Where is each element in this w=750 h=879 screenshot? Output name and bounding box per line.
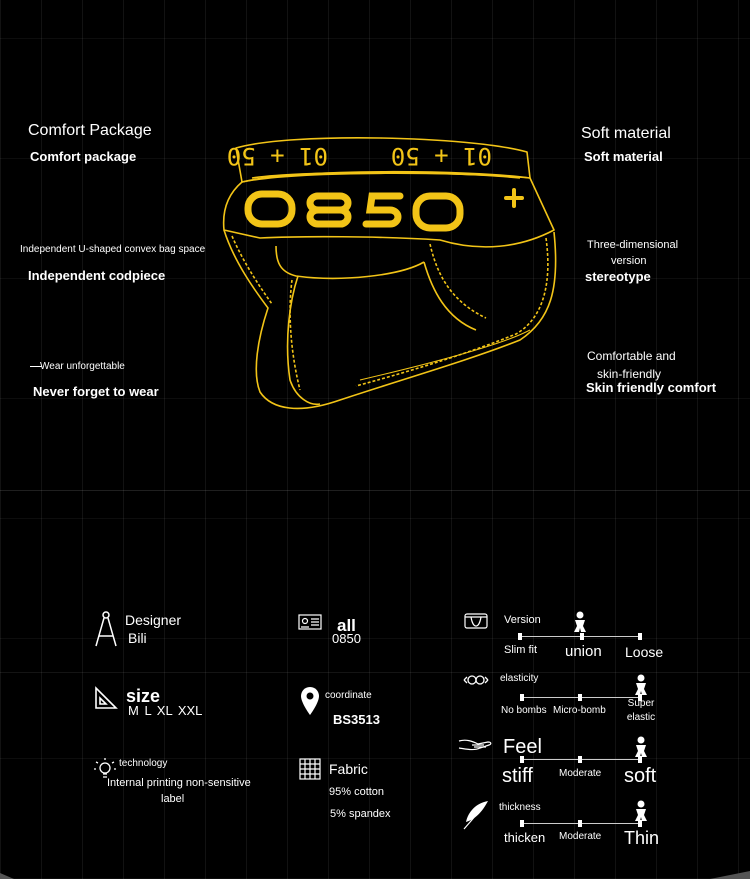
feature-subtitle: Skin friendly comfort xyxy=(586,380,717,395)
compass-icon xyxy=(95,611,117,647)
stretch-icon xyxy=(463,675,489,685)
waistband-back-text: 01 + 50 xyxy=(227,142,328,170)
feature-subtitle: stereotype xyxy=(585,269,651,284)
version-scale-tick xyxy=(518,633,522,640)
lightbulb-icon xyxy=(94,758,116,778)
feel-scale-tick xyxy=(520,756,524,763)
feel-label: Feel xyxy=(503,736,542,758)
person-marker-icon xyxy=(635,800,647,821)
feature-title: Soft material xyxy=(581,125,671,142)
grid-icon xyxy=(299,758,321,780)
designer-label: Designer xyxy=(125,612,182,628)
feature-subtitle: Comfort package xyxy=(30,149,137,164)
coordinate-value: BS3513 xyxy=(333,712,380,727)
feature-title: Comfort Package xyxy=(28,122,152,139)
elasticity-scale-tick xyxy=(520,694,524,701)
technology-label: technology xyxy=(119,758,168,769)
version-option: Loose xyxy=(625,644,664,660)
thickness-option: thicken xyxy=(504,830,546,845)
designer-value: Bili xyxy=(128,630,147,646)
thickness-option: Thin xyxy=(624,828,660,848)
fabric-value: 5% spandex xyxy=(330,808,391,820)
all-label: all xyxy=(337,616,356,635)
version-scale-track xyxy=(518,636,640,637)
fabric-label: Fabric xyxy=(329,761,368,777)
technology-value: Internal printing non-sensitive xyxy=(107,777,251,789)
thickness-scale-tick xyxy=(578,820,582,827)
feather-icon xyxy=(463,801,488,830)
version-option: Slim fit xyxy=(504,644,537,656)
feature-title: version xyxy=(611,255,647,267)
corner-accent xyxy=(710,871,750,879)
waistband-back-text: 01 + 50 xyxy=(391,142,492,170)
all-value: 0850 xyxy=(332,631,361,646)
feel-option: soft xyxy=(624,765,657,787)
briefs-icon xyxy=(464,613,488,629)
ruler-triangle-icon xyxy=(95,686,118,709)
thickness-scale-tick xyxy=(638,820,642,827)
feature-subtitle: Soft material xyxy=(584,149,663,164)
size-label: size xyxy=(126,686,161,706)
feel-scale-tick xyxy=(638,756,642,763)
elasticity-option: No bombs xyxy=(501,705,547,716)
feature-title: Comfortable and xyxy=(587,349,676,363)
feature-subtitle: Never forget to wear xyxy=(33,384,159,399)
feel-option: Moderate xyxy=(559,768,602,779)
feature-title: Three-dimensional xyxy=(587,239,679,251)
person-marker-icon xyxy=(635,674,647,695)
thickness-label: thickness xyxy=(499,802,541,813)
version-option: union xyxy=(565,643,602,660)
coordinate-label: coordinate xyxy=(325,690,372,701)
size-value: M L XL XXL xyxy=(128,703,203,718)
elasticity-scale-tick xyxy=(638,694,642,701)
divider-line xyxy=(0,490,750,491)
feature-subtitle: Independent codpiece xyxy=(28,268,166,283)
technology-value: label xyxy=(161,793,185,805)
feel-option: stiff xyxy=(502,765,533,787)
fabric-value: 95% cotton xyxy=(329,786,385,798)
location-pin-icon xyxy=(301,687,319,715)
corner-accent xyxy=(0,873,14,879)
person-marker-icon xyxy=(635,736,647,757)
elasticity-option: Super elastic xyxy=(626,698,656,723)
feel-scale-tick xyxy=(578,756,582,763)
version-label: Version xyxy=(504,614,541,626)
elasticity-option: Micro-bomb xyxy=(553,705,606,716)
elasticity-label: elasticity xyxy=(500,673,539,684)
feature-title: Wear unforgettable xyxy=(40,361,125,372)
person-marker-icon xyxy=(574,611,586,632)
thickness-option: Moderate xyxy=(559,831,602,842)
version-scale-tick xyxy=(580,633,584,640)
bullet-line xyxy=(30,366,42,367)
divider-line xyxy=(0,672,750,673)
thickness-scale-tick xyxy=(520,820,524,827)
version-scale-tick xyxy=(638,633,642,640)
id-card-icon xyxy=(298,614,322,630)
feature-title: skin-friendly xyxy=(597,367,662,381)
hand-icon xyxy=(458,739,492,751)
elasticity-scale-tick xyxy=(578,694,582,701)
feature-title: Independent U-shaped convex bag space xyxy=(20,244,206,255)
